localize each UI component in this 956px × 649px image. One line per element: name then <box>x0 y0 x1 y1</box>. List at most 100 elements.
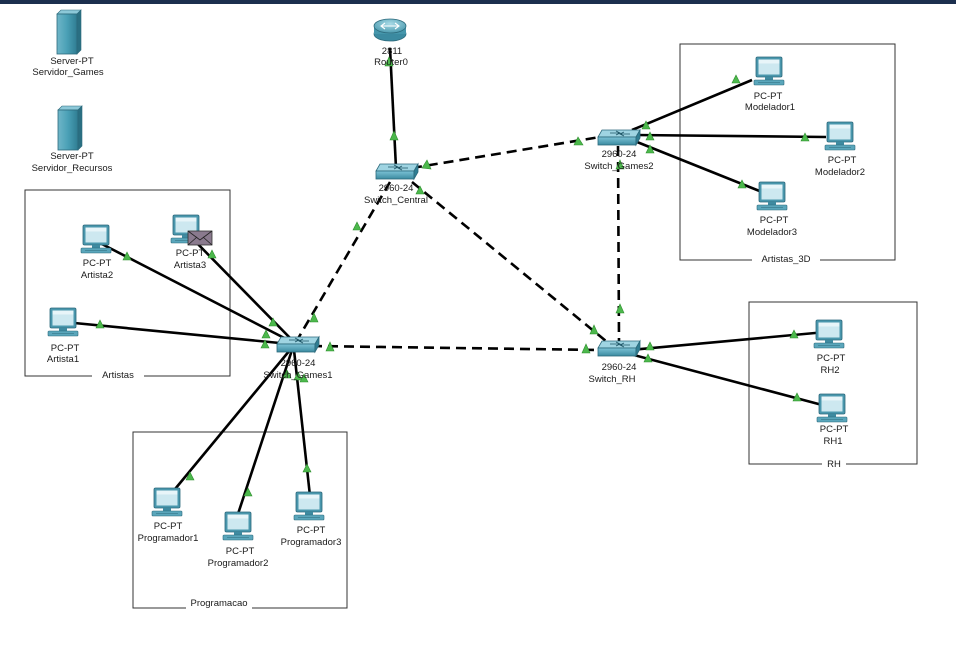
device-model-label: 2960-24 <box>379 183 414 194</box>
device-switch-rh[interactable]: 2960-24 Switch_RH <box>589 340 641 385</box>
device-programador2[interactable]: PC-PT Programador2 <box>208 511 269 569</box>
port-up-icon <box>731 74 741 84</box>
device-name-label: Artista3 <box>174 260 206 271</box>
pc-icon <box>824 121 856 151</box>
port-up-icon <box>615 159 625 170</box>
port-up-icon <box>643 353 653 363</box>
device-switch-games2[interactable]: 2960-24 Switch_Games2 <box>584 129 654 172</box>
port-up-icon <box>352 221 362 231</box>
device-artista2[interactable]: PC-PT Artista2 <box>80 224 113 281</box>
port-up-icon <box>261 329 271 339</box>
device-name-label: Modelador2 <box>815 167 865 178</box>
cable-games1-artista3[interactable] <box>189 235 295 343</box>
device-modelador2[interactable]: PC-PT Modelador2 <box>815 121 865 178</box>
device-name-label: Artista2 <box>81 270 113 281</box>
port-up-icon <box>581 343 591 354</box>
area-rh[interactable]: RH <box>748 301 918 470</box>
device-servidor-games[interactable]: Server-PT Servidor_Games <box>32 9 104 78</box>
port-up-icon <box>309 312 319 323</box>
device-name-label: Servidor_Games <box>32 67 104 78</box>
device-model-label: 2960-24 <box>602 149 637 160</box>
cable-central-rh[interactable] <box>411 180 613 348</box>
port-up-icon <box>384 56 394 67</box>
area-artistas[interactable]: Artistas <box>24 189 231 381</box>
switch-icon <box>597 340 641 357</box>
port-up-icon <box>122 251 132 261</box>
port-up-icon <box>789 329 799 339</box>
port-up-icon <box>207 249 217 259</box>
cable-router0-switch-central[interactable] <box>388 47 398 169</box>
area-label-artistas-3d: Artistas_3D <box>761 254 810 265</box>
device-model-label: PC-PT <box>297 525 326 536</box>
port-up-icon <box>389 130 399 141</box>
device-model-label: 2811 <box>382 46 402 57</box>
window-top-bar <box>0 0 956 4</box>
server-icon <box>57 105 83 151</box>
envelope-icon[interactable] <box>187 230 213 246</box>
device-artista1[interactable]: PC-PT Artista1 <box>47 307 80 365</box>
device-model-label: PC-PT <box>226 546 255 557</box>
device-name-label: Modelador3 <box>747 227 797 238</box>
device-name-label: Programador3 <box>281 537 342 548</box>
cable-games2-modelador1[interactable] <box>631 78 753 132</box>
device-model-label: Server-PT <box>50 151 93 162</box>
cable-games1-rh[interactable] <box>311 344 601 352</box>
pc-icon <box>222 511 254 541</box>
pc-icon <box>47 307 79 337</box>
port-up-icon <box>800 132 810 142</box>
cable-games1-programador1[interactable] <box>164 349 292 501</box>
device-artista3[interactable]: PC-PT Artista3 <box>170 214 213 271</box>
port-up-icon <box>282 369 292 379</box>
device-name-label: Router0 <box>374 57 408 68</box>
cable-games1-programador2[interactable] <box>234 349 294 521</box>
cable-central-games1[interactable] <box>294 181 392 343</box>
pc-icon <box>816 393 848 423</box>
device-model-label: PC-PT <box>83 258 112 269</box>
device-name-label: RH1 <box>823 436 842 447</box>
cables <box>63 47 827 521</box>
device-name-label: Programador2 <box>208 558 269 569</box>
device-name-label: RH2 <box>820 365 839 376</box>
device-name-label: Artista1 <box>47 354 79 365</box>
switch-icon <box>276 336 320 353</box>
port-up-icon <box>645 341 655 351</box>
cable-games2-modelador2[interactable] <box>633 133 827 139</box>
device-servidor-recursos[interactable]: Server-PT Servidor_Recursos <box>32 105 113 174</box>
port-up-icon <box>243 487 253 497</box>
device-modelador3[interactable]: PC-PT Modelador3 <box>747 181 797 238</box>
port-up-icon <box>737 179 747 189</box>
port-up-icon <box>645 144 655 154</box>
device-model-label: PC-PT <box>176 248 205 259</box>
device-rh1[interactable]: PC-PT RH1 <box>816 393 849 447</box>
device-switch-central[interactable]: 2960-24 Switch_Central <box>364 163 428 206</box>
pc-icon <box>753 56 785 86</box>
device-name-label: Switch_RH <box>589 374 636 385</box>
device-rh2[interactable]: PC-PT RH2 <box>813 319 845 376</box>
device-name-label: Modelador1 <box>745 102 795 113</box>
area-programacao[interactable]: Programacao <box>132 431 348 609</box>
port-up-icon <box>641 120 651 130</box>
port-up-icon <box>260 339 270 349</box>
port-up-icon <box>268 317 278 327</box>
device-modelador1[interactable]: PC-PT Modelador1 <box>745 56 795 113</box>
link-status-indicators <box>95 56 810 497</box>
device-switch-games1[interactable]: 2960-24 Switch_Games1 <box>263 336 333 381</box>
device-model-label: PC-PT <box>51 343 80 354</box>
device-name-label: Switch_Games1 <box>263 370 332 381</box>
port-up-icon <box>415 185 425 195</box>
device-model-label: PC-PT <box>820 424 849 435</box>
cable-central-games2[interactable] <box>411 134 607 170</box>
device-model-label: PC-PT <box>154 521 183 532</box>
device-programador3[interactable]: PC-PT Programador3 <box>281 491 342 548</box>
device-programador1[interactable]: PC-PT Programador1 <box>138 487 199 544</box>
device-router0[interactable]: 2811 Router0 <box>373 18 408 68</box>
area-artistas-3d[interactable]: Artistas_3D <box>679 43 896 265</box>
cable-rh-rh1[interactable] <box>629 352 827 408</box>
device-model-label: PC-PT <box>828 155 857 166</box>
port-up-icon <box>185 471 195 481</box>
pc-icon <box>151 487 183 517</box>
device-model-label: PC-PT <box>754 91 783 102</box>
area-label-artistas: Artistas <box>102 370 134 381</box>
pc-icon <box>80 224 112 254</box>
